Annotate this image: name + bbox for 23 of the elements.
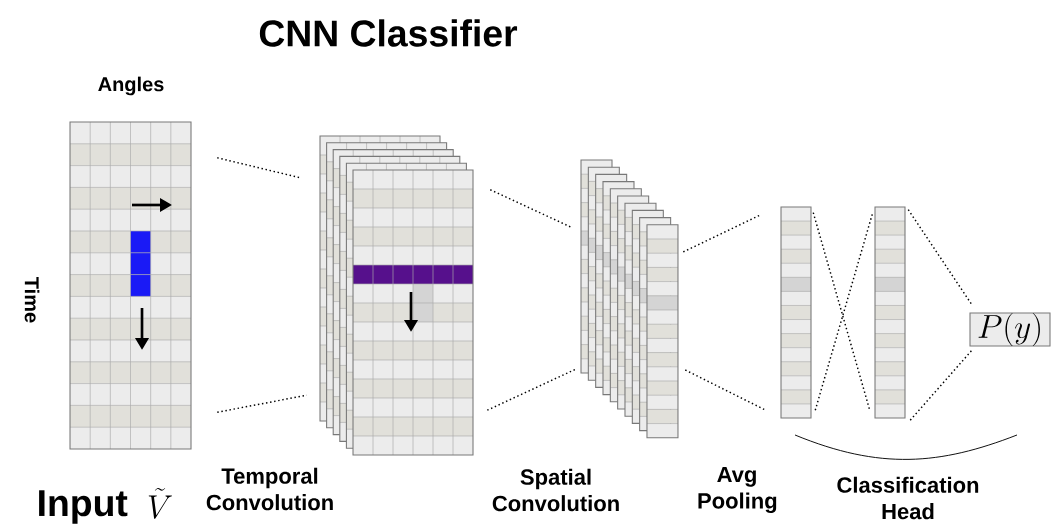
- connector-line: [489, 189, 574, 229]
- connector-line: [486, 368, 577, 411]
- layer-label: Avg Pooling: [698, 466, 777, 514]
- output-box: $P(y)$: [969, 312, 1051, 347]
- feature-vector: [780, 206, 812, 419]
- feature-map-stack: [319, 135, 474, 456]
- input-label: Input: [39, 490, 128, 524]
- axis-label: Time: [24, 277, 40, 323]
- layer-label: Temporal Convolution: [206, 467, 333, 511]
- input-grid: [69, 121, 192, 450]
- feature-vector: [874, 206, 906, 419]
- connector-line: [682, 214, 762, 253]
- layer-label: Classification Head: [837, 476, 979, 520]
- connector-line: [909, 350, 973, 421]
- axis-label: Angles: [98, 76, 164, 96]
- feature-map-stack: [580, 159, 679, 439]
- title: CNN Classifier: [259, 19, 518, 47]
- input-symbol: $\tilde{V}$: [148, 487, 172, 519]
- connector-line: [216, 157, 302, 179]
- connector-line: [684, 369, 767, 411]
- layer-label: Spatial Convolution: [492, 468, 619, 512]
- connector-line: [907, 208, 973, 305]
- connector-line: [216, 394, 308, 413]
